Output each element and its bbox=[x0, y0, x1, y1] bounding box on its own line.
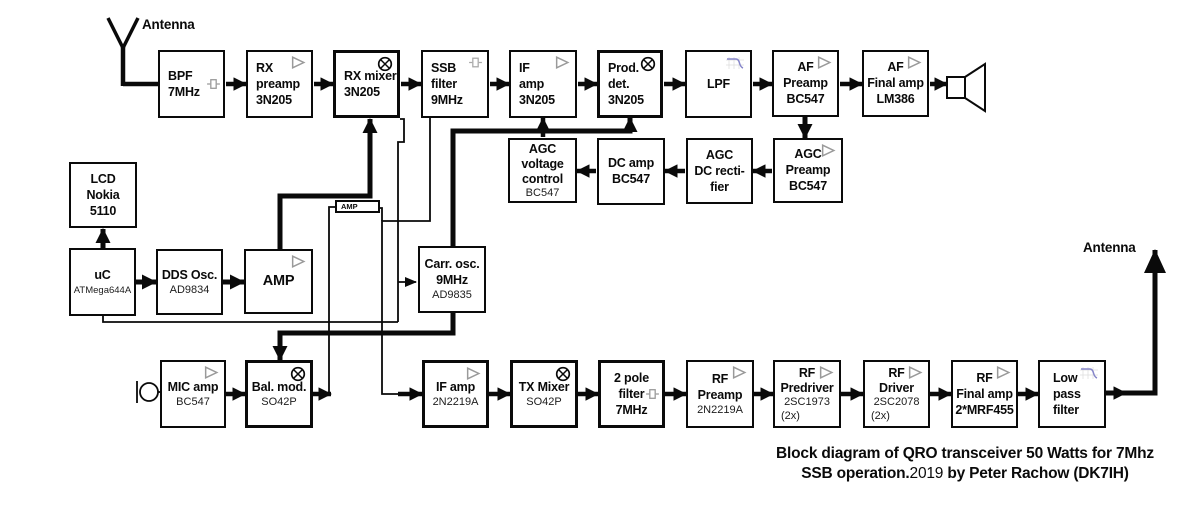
block-ssb-filter: SSB filter 9MHz bbox=[421, 50, 489, 118]
block-prod-det: Prod. det. 3N205 bbox=[597, 50, 663, 118]
block-agc-preamp: AGC Preamp BC547 bbox=[773, 138, 843, 203]
block-if-amp-tx: IF amp 2N2219A bbox=[422, 360, 489, 428]
mixer-icon bbox=[377, 56, 393, 72]
agc-path bbox=[536, 117, 813, 178]
block-dds-osc: DDS Osc. AD9834 bbox=[156, 249, 223, 315]
antenna-tx-label: Antenna bbox=[1083, 240, 1136, 255]
amplifier-icon bbox=[731, 365, 748, 380]
block-agc-voltage-control: AGC voltage control BC547 bbox=[508, 138, 577, 203]
block-af-final-amp: AF Final amp LM386 bbox=[862, 50, 929, 117]
block-rf-preamp: RF Preamp 2N2219A bbox=[686, 360, 754, 428]
block-rf-driver: RF Driver 2SC2078 (2x) bbox=[863, 360, 930, 428]
amplifier-icon bbox=[290, 254, 307, 269]
lowpass-curve-icon bbox=[1078, 365, 1100, 381]
caption-line2-pre: SSB operation. bbox=[801, 464, 910, 482]
block-microcontroller: uC ATMega644A bbox=[69, 248, 136, 316]
block-af-preamp: AF Preamp BC547 bbox=[772, 50, 839, 117]
mixer-icon bbox=[640, 56, 656, 72]
caption-year: 2019 bbox=[909, 464, 944, 482]
block-rf-predriver: RF Predriver 2SC1973 (2x) bbox=[773, 360, 841, 428]
amplifier-icon bbox=[820, 143, 837, 158]
bandpass-filter-icon bbox=[645, 387, 660, 402]
rx-antenna-icon bbox=[106, 17, 159, 87]
amplifier-icon bbox=[290, 55, 307, 70]
mixer-icon bbox=[555, 366, 571, 382]
amplifier-icon bbox=[818, 365, 835, 380]
block-tx-mixer: TX Mixer SO42P bbox=[510, 360, 578, 428]
microphone-icon bbox=[136, 381, 160, 403]
block-low-pass-filter: Low pass filter bbox=[1038, 360, 1106, 428]
carrier-osc-path bbox=[272, 116, 638, 362]
block-2-pole-filter: 2 pole filter 7MHz bbox=[598, 360, 665, 428]
block-dc-amp: DC amp BC547 bbox=[597, 138, 665, 205]
lowpass-curve-icon bbox=[724, 55, 746, 71]
amplifier-icon bbox=[554, 55, 571, 70]
block-balanced-modulator: Bal. mod. SO42P bbox=[245, 360, 313, 428]
antenna-rx-label: Antenna bbox=[142, 17, 195, 32]
amplifier-icon bbox=[465, 366, 482, 381]
amplifier-icon bbox=[995, 365, 1012, 380]
speaker-icon bbox=[946, 62, 986, 113]
caption-line1: Block diagram of QRO transceiver 50 Watt… bbox=[776, 445, 1154, 462]
block-if-amp-rx: IF amp 3N205 bbox=[509, 50, 577, 118]
block-amp-small: AMP bbox=[335, 200, 380, 213]
tx-antenna-line bbox=[1106, 249, 1166, 396]
block-lcd: LCD Nokia 5110 bbox=[69, 162, 137, 228]
amplifier-icon bbox=[906, 55, 923, 70]
block-carrier-osc: Carr. osc. 9MHz AD9835 bbox=[418, 246, 486, 313]
block-bpf: BPF 7MHz bbox=[158, 50, 225, 118]
block-rf-final-amp: RF Final amp 2*MRF455 bbox=[951, 360, 1018, 428]
block-agc-dc-rectifier: AGC DC recti- fier bbox=[686, 138, 753, 204]
amplifier-icon bbox=[816, 55, 833, 70]
block-lpf: LPF bbox=[685, 50, 752, 118]
bandpass-filter-icon bbox=[468, 55, 483, 70]
block-mic-amp: MIC amp BC547 bbox=[160, 360, 226, 428]
amplifier-icon bbox=[203, 365, 220, 380]
mixer-icon bbox=[290, 366, 306, 382]
thin-routing-wires bbox=[102, 118, 431, 395]
block-amp: AMP bbox=[244, 249, 313, 314]
bandpass-filter-icon bbox=[206, 77, 221, 92]
block-rx-preamp: RX preamp 3N205 bbox=[246, 50, 313, 118]
amplifier-icon bbox=[907, 365, 924, 380]
block-rx-mixer: RX mixer 3N205 bbox=[333, 50, 400, 118]
control-path bbox=[95, 227, 246, 290]
caption-line2-post: by Peter Rachow (DK7IH) bbox=[943, 464, 1129, 482]
diagram-caption: Block diagram of QRO transceiver 50 Watt… bbox=[715, 444, 1200, 483]
